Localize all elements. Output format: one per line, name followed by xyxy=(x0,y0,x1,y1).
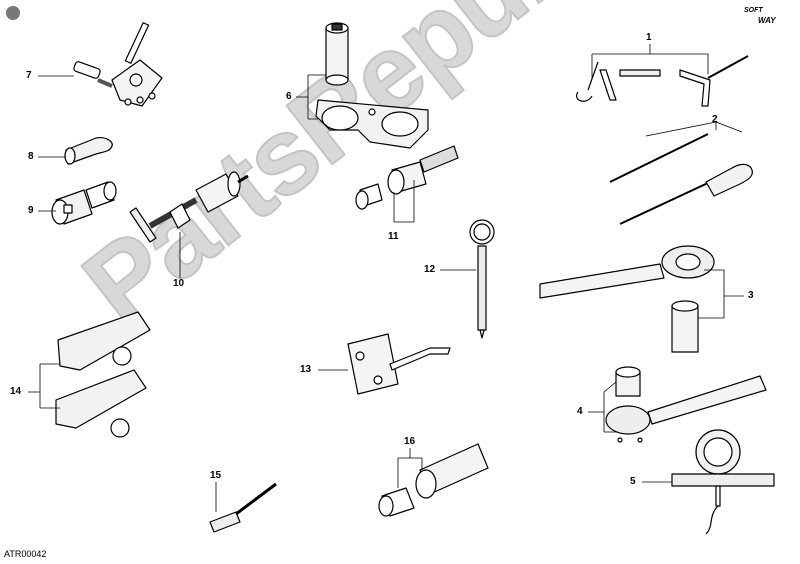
callout-7: 7 xyxy=(26,70,32,81)
callout-15: 15 xyxy=(210,470,222,481)
logo-line1: SOFT xyxy=(744,7,763,14)
callout-16: 16 xyxy=(404,436,416,447)
callout-6: 6 xyxy=(286,91,292,102)
tool-2-rods xyxy=(609,133,753,225)
callout-5: 5 xyxy=(630,476,636,487)
callout-9: 9 xyxy=(28,205,34,216)
callout-8: 8 xyxy=(28,151,34,162)
tool-8-bullet xyxy=(64,137,113,165)
callout-1: 1 xyxy=(646,32,652,43)
callout-13: 13 xyxy=(300,364,312,375)
tool-4-hub-wrench xyxy=(605,366,767,443)
tool-9-socket xyxy=(51,181,117,225)
tool-6-socket-plate xyxy=(315,22,429,149)
tool-13-fork xyxy=(347,333,451,395)
logo-line2: WAY xyxy=(758,16,776,25)
tool-14-plates xyxy=(55,311,151,438)
callout-12: 12 xyxy=(424,264,436,275)
tool-11-sockets xyxy=(355,145,459,210)
callout-3: 3 xyxy=(748,290,754,301)
callout-4: 4 xyxy=(577,406,583,417)
callout-14: 14 xyxy=(10,386,22,397)
diagram-code: ATR00042 xyxy=(4,549,47,559)
tool-15-punch xyxy=(209,482,277,533)
globe-icon xyxy=(6,6,20,20)
callout-11: 11 xyxy=(388,231,399,242)
tool-3-wrench xyxy=(539,245,715,353)
tool-1-pins xyxy=(576,55,749,107)
tool-7-puller xyxy=(73,22,163,107)
tool-5-dial-bar xyxy=(671,429,775,535)
tool-12-dial-gauge xyxy=(469,219,495,339)
tool-16-sleeves xyxy=(378,443,489,517)
tool-10-t-puller xyxy=(129,171,249,243)
callout-10: 10 xyxy=(173,278,185,289)
callout-2: 2 xyxy=(712,114,718,125)
softway-logo: SOFT WAY xyxy=(740,6,782,26)
